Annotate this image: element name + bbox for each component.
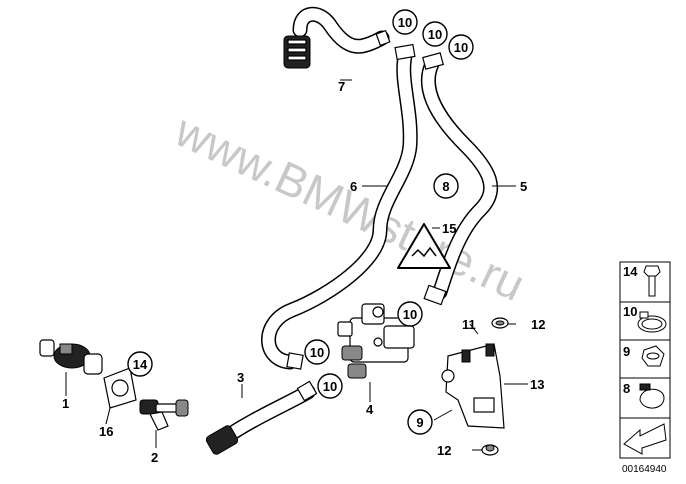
document-id: 00164940 bbox=[622, 464, 667, 475]
spring-clip-icon bbox=[639, 383, 665, 409]
label-1: 1 bbox=[62, 396, 69, 411]
parts-legend: 14 10 9 8 bbox=[619, 261, 671, 459]
label-6: 6 bbox=[350, 179, 357, 194]
legend-number-14: 14 bbox=[623, 264, 638, 279]
label-10-f: 10 bbox=[323, 379, 337, 394]
hose-clamp-icon bbox=[637, 311, 667, 333]
label-11: 11 bbox=[462, 317, 476, 332]
hose-6[interactable] bbox=[261, 43, 418, 370]
hose-5[interactable] bbox=[420, 52, 499, 306]
legend-number-8: 8 bbox=[623, 381, 630, 396]
label-10-c: 10 bbox=[454, 40, 468, 55]
label-10-a: 10 bbox=[398, 15, 412, 30]
warning-label[interactable] bbox=[397, 223, 451, 269]
grommet-bottom[interactable] bbox=[481, 444, 499, 456]
label-9: 9 bbox=[416, 415, 423, 430]
circled-label-10-b: 10 bbox=[422, 21, 448, 47]
valve-assembly[interactable] bbox=[337, 303, 415, 379]
bracket-13[interactable] bbox=[441, 343, 505, 429]
label-4: 4 bbox=[366, 402, 374, 417]
bolt-icon bbox=[643, 265, 661, 297]
label-14: 14 bbox=[133, 357, 148, 372]
label-12-bottom: 12 bbox=[437, 443, 451, 458]
circled-label-10-d: 10 bbox=[397, 301, 423, 327]
hose-7[interactable] bbox=[292, 6, 391, 54]
label-13: 13 bbox=[530, 377, 544, 392]
label-10-b: 10 bbox=[428, 27, 442, 42]
circled-label-9: 9 bbox=[407, 409, 433, 435]
circled-label-10-e: 10 bbox=[304, 339, 330, 365]
label-12-top: 12 bbox=[531, 317, 545, 332]
label-3: 3 bbox=[237, 370, 244, 385]
pump[interactable] bbox=[39, 339, 103, 375]
bracket-16[interactable] bbox=[103, 367, 137, 409]
hose-3[interactable] bbox=[205, 380, 318, 455]
arrow-icon bbox=[623, 423, 667, 455]
label-5: 5 bbox=[520, 179, 527, 194]
circled-label-10-f: 10 bbox=[317, 373, 343, 399]
hex-nut-icon bbox=[641, 345, 665, 367]
label-10-d: 10 bbox=[403, 307, 417, 322]
connector-2[interactable] bbox=[139, 399, 189, 431]
circled-label-8: 8 bbox=[433, 173, 459, 199]
label-8: 8 bbox=[442, 179, 449, 194]
quick-connector bbox=[283, 35, 311, 69]
label-7: 7 bbox=[338, 79, 345, 94]
grommet-top[interactable] bbox=[491, 317, 509, 329]
legend-number-9: 9 bbox=[623, 344, 630, 359]
leader-lines bbox=[65, 79, 528, 451]
label-16: 16 bbox=[99, 424, 113, 439]
label-2: 2 bbox=[151, 450, 158, 465]
circled-label-14: 14 bbox=[127, 351, 153, 377]
label-15: 15 bbox=[442, 221, 456, 236]
label-10-e: 10 bbox=[310, 345, 324, 360]
circled-label-10-a: 10 bbox=[392, 9, 418, 35]
legend-number-10: 10 bbox=[623, 304, 637, 319]
circled-label-10-c: 10 bbox=[448, 34, 474, 60]
